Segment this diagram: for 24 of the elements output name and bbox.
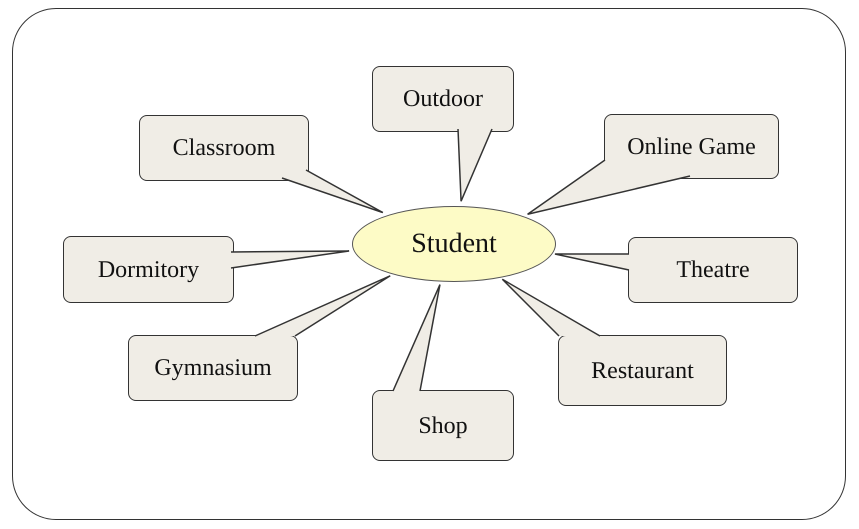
speech-bubble-tail: [230, 250, 350, 269]
speech-bubble-tail: [281, 169, 384, 214]
speech-bubble-tail: [554, 253, 630, 271]
speech-bubble-tail: [254, 275, 391, 337]
frame-box: [12, 8, 846, 520]
node-label: Student: [411, 227, 497, 261]
speech-bubble: [63, 236, 234, 303]
node-label: Outdoor: [403, 85, 483, 114]
node-label: Gymnasium: [154, 354, 272, 383]
node-label: Dormitory: [98, 256, 200, 284]
node-label: Shop: [418, 412, 468, 440]
speech-bubble: [128, 335, 298, 401]
speech-bubble-tail: [502, 278, 601, 337]
node-label: Classroom: [172, 134, 276, 163]
node-label: Theatre: [676, 256, 750, 285]
speech-bubble: [372, 390, 514, 461]
speech-bubble-tail: [392, 284, 441, 392]
speech-bubble-tail: [457, 128, 493, 202]
node-label: Online Game: [627, 132, 756, 162]
speech-bubble: [628, 237, 798, 303]
speech-bubble: [139, 115, 309, 181]
speech-bubble: [604, 114, 779, 179]
speech-bubble-tail: [526, 159, 691, 215]
node-label: Restaurant: [591, 356, 694, 386]
